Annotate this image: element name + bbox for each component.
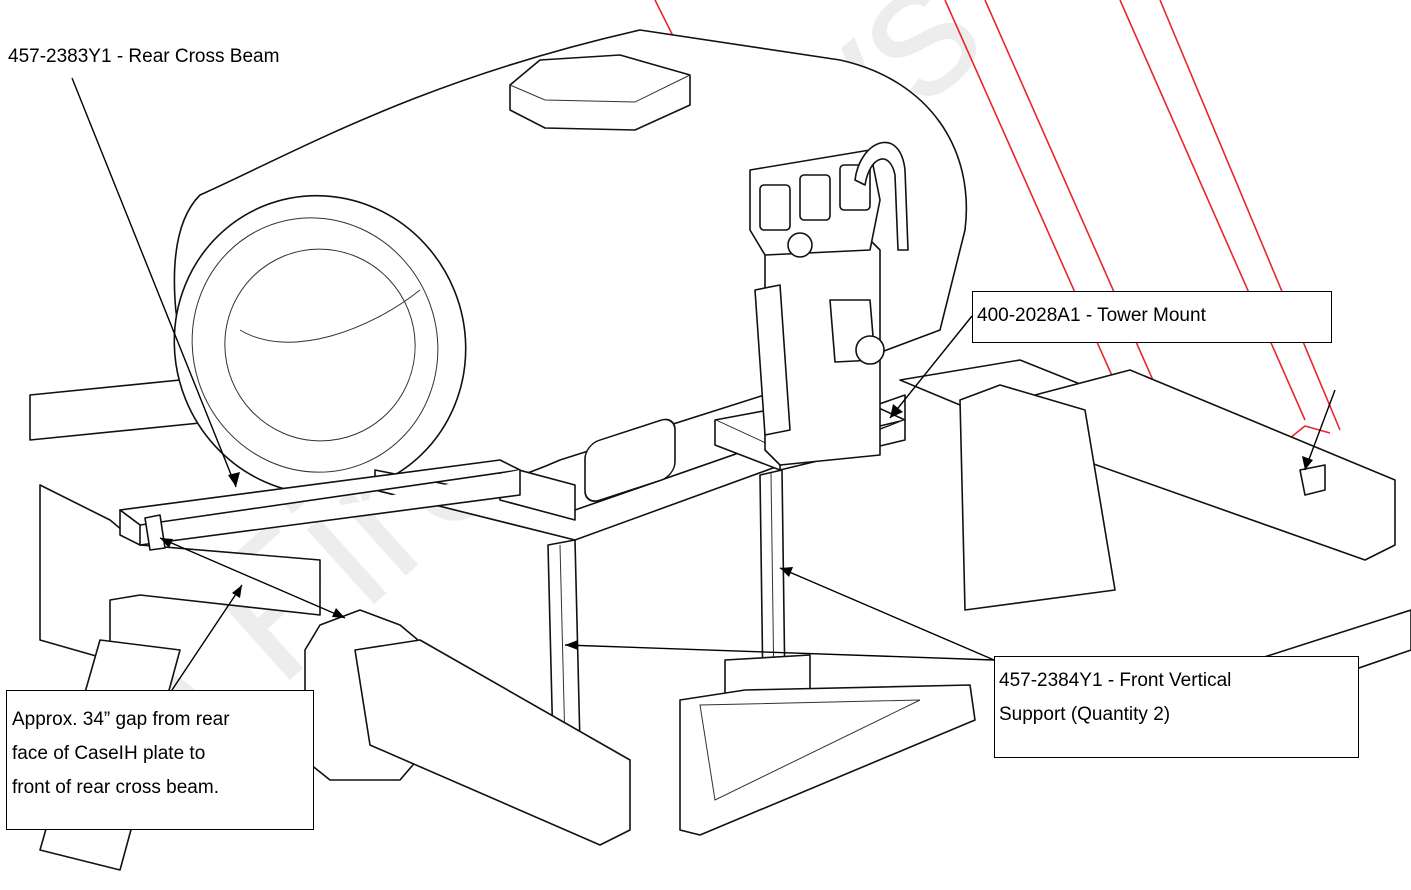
rear-cross-beam xyxy=(119,459,521,551)
gap-note-line-2: face of CaseIH plate to xyxy=(12,743,206,764)
rear-bolster xyxy=(304,609,631,846)
tower-mount xyxy=(714,141,909,471)
leader-lines xyxy=(71,77,1336,691)
front-bolster xyxy=(679,684,976,836)
front-vertical-support-label-line-1: 457-2384Y1 - Front Vertical xyxy=(999,670,1232,691)
front-crossbar xyxy=(959,369,1396,611)
gap-note-callout: Approx. 34” gap from rear face of CaseIH… xyxy=(6,690,314,830)
tower-mount-callout: 400-2028A1 - Tower Mount xyxy=(972,291,1332,343)
tower-mount-label: 400-2028A1 - Tower Mount xyxy=(977,305,1206,326)
front-vertical-support-label-line-2: Support (Quantity 2) xyxy=(999,704,1171,725)
front-vertical-supports xyxy=(547,469,811,749)
front-vertical-support-callout: 457-2384Y1 - Front Vertical Support (Qua… xyxy=(994,656,1359,758)
gap-note-line-3: front of rear cross beam. xyxy=(12,777,219,798)
gap-note-line-1: Approx. 34” gap from rear xyxy=(12,709,230,730)
rear-cross-beam-label: 457-2383Y1 - Rear Cross Beam xyxy=(8,46,280,67)
